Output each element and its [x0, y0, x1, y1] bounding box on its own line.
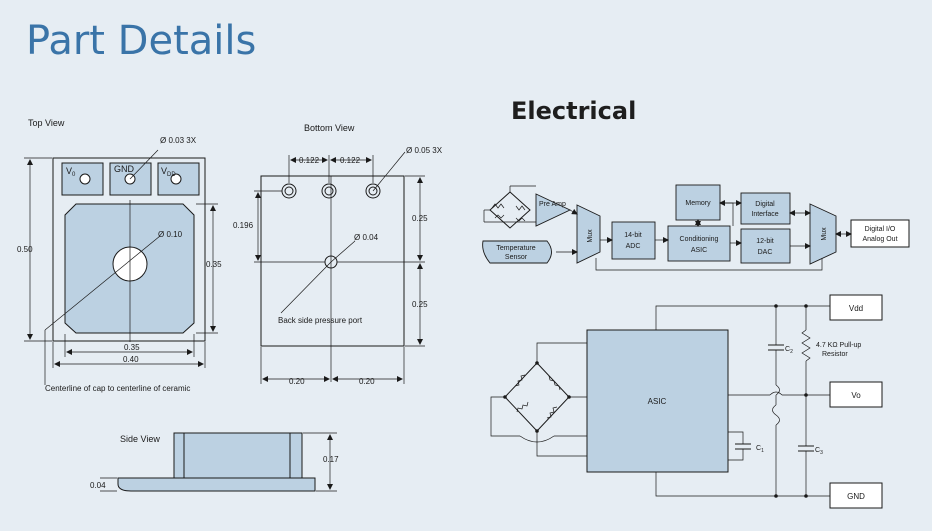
- temp-sensor-label-2: Sensor: [505, 254, 528, 261]
- temperature-sensor-block: [482, 240, 552, 264]
- pad-label-vdd: VDD: [161, 166, 176, 178]
- temp-sensor-label-1: Temperature: [496, 245, 535, 252]
- dac-label-2: DAC: [758, 249, 773, 256]
- digital-interface-label-2: Interface: [751, 211, 778, 218]
- bottom-dim-lower: 0.25: [412, 300, 428, 309]
- bottom-view-body: [260, 175, 405, 347]
- bottom-view-label: Bottom View: [304, 123, 355, 133]
- pin-vo-label: Vo: [851, 391, 861, 400]
- page-title: Part Details: [26, 18, 257, 64]
- c2-label: C2: [785, 346, 793, 355]
- pad-hole-vdd: [170, 173, 182, 185]
- digital-interface-label-1: Digital: [755, 201, 775, 208]
- adc-block: [611, 221, 656, 260]
- output-label-2: Analog Out: [862, 236, 897, 243]
- schematic-bridge: [490, 342, 587, 457]
- mux-1-block: [576, 204, 601, 264]
- output-label-1: Digital I/O: [865, 226, 896, 233]
- bottom-dim-pitch-1: 0.122: [299, 156, 320, 165]
- top-dim-height: 0.50: [17, 245, 33, 254]
- bottom-dim-holes: Ø 0.05 3X: [406, 146, 443, 155]
- bottom-dim-left: 0.20: [289, 377, 305, 386]
- schematic: ASIC Vdd Vo GND C2: [490, 294, 883, 509]
- pin-gnd-label: GND: [847, 492, 865, 501]
- side-base: [117, 477, 316, 492]
- pin-vo: [829, 381, 883, 408]
- pin-vdd-label: Vdd: [849, 304, 863, 313]
- mux-2-label: Mux: [821, 227, 828, 241]
- adc-label-1: 14-bit: [624, 232, 642, 239]
- top-view: Top View V0 GND VDD Ø 0.03 3X Ø 0.10 C: [17, 118, 222, 393]
- pin-vdd: [829, 294, 883, 321]
- bottom-dim-upper: 0.25: [412, 214, 428, 223]
- top-dim-center: Ø 0.10: [158, 230, 183, 239]
- bottom-dim-right: 0.20: [359, 377, 375, 386]
- top-dim-inner-height: 0.35: [206, 260, 222, 269]
- conditioning-asic-block: [667, 225, 731, 262]
- pad-hole-vo: [79, 173, 91, 185]
- top-view-body: [52, 157, 206, 342]
- side-dim-base: 0.04: [90, 481, 106, 490]
- block-diagram: Pre Amp Temperature Sensor Mux 14-bit AD…: [482, 184, 910, 271]
- pullup-label-2: Resistor: [822, 351, 848, 358]
- pre-amp-block: [535, 193, 572, 227]
- dac-block: [740, 228, 791, 264]
- top-note: Centerline of cap to centerline of ceram…: [45, 384, 190, 393]
- c3-label: C3: [815, 447, 823, 456]
- asic-block: [586, 329, 729, 473]
- dac-label-1: 12-bit: [756, 238, 774, 245]
- pre-amp-label: Pre Amp: [539, 201, 566, 208]
- bottom-view: Bottom View 0.122 0.122 Ø 0.05 3X 0.: [233, 123, 443, 386]
- asic-label: ASIC: [648, 397, 667, 406]
- electrical-heading: Electrical: [511, 97, 637, 125]
- side-view: Side View 0.17 0.04: [90, 432, 339, 492]
- top-dim-inner-width: 0.35: [124, 343, 140, 352]
- sensor-bridge: [483, 185, 536, 229]
- pullup-label-1: 4.7 KΩ Pull-up: [816, 342, 861, 349]
- conditioning-label-1: Conditioning: [680, 236, 719, 243]
- pin-gnd: [829, 482, 883, 509]
- bottom-dim-pitch-2: 0.122: [340, 156, 361, 165]
- pullup-resistor: [801, 329, 811, 362]
- bottom-port-note: Back side pressure port: [278, 316, 363, 325]
- bottom-dim-offset: 0.196: [233, 221, 254, 230]
- side-dim-height: 0.17: [323, 455, 339, 464]
- c1-label: C1: [756, 445, 764, 454]
- mux-1-label: Mux: [587, 229, 594, 243]
- bottom-dim-port: Ø 0.04: [354, 233, 379, 242]
- side-cap: [173, 432, 303, 479]
- top-dim-holes: Ø 0.03 3X: [160, 136, 197, 145]
- pad-label-vo: V0: [66, 166, 76, 178]
- top-view-label: Top View: [28, 118, 65, 128]
- conditioning-label-2: ASIC: [691, 247, 707, 254]
- side-view-label: Side View: [120, 434, 160, 444]
- top-dim-width: 0.40: [123, 355, 139, 364]
- digital-interface-block: [740, 192, 791, 225]
- pad-label-gnd: GND: [114, 164, 135, 174]
- memory-label: Memory: [685, 200, 711, 207]
- adc-label-2: ADC: [626, 243, 641, 250]
